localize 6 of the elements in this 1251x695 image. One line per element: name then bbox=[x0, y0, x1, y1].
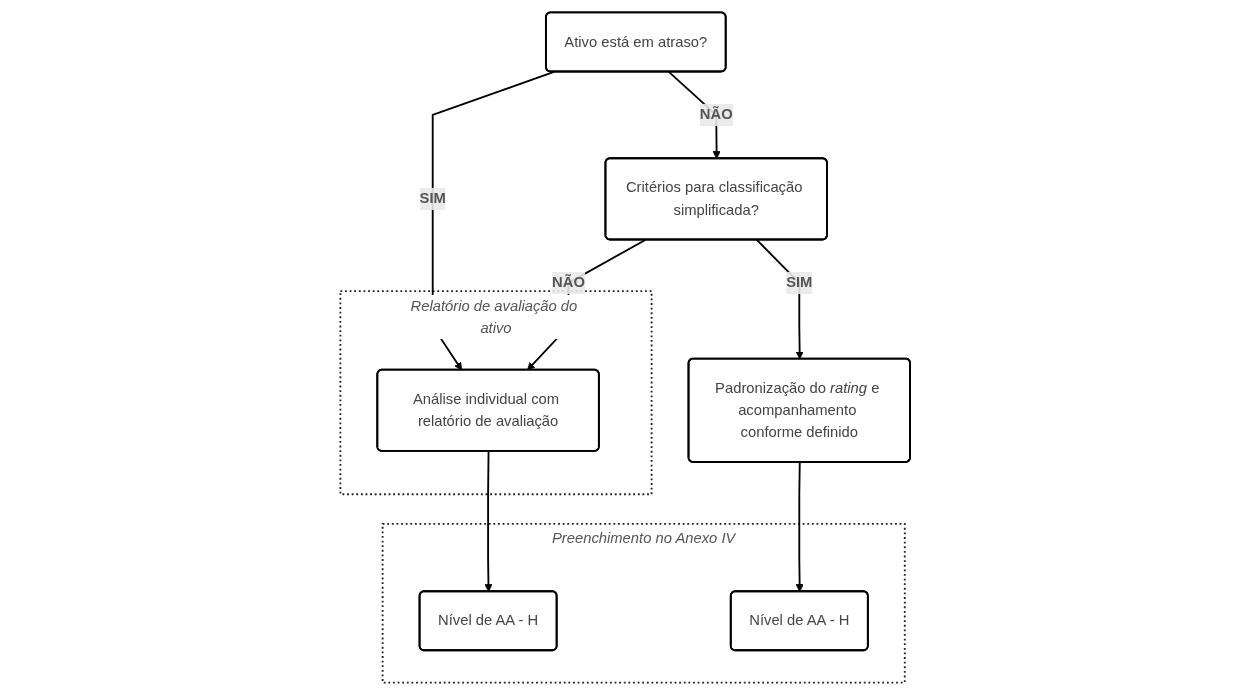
edge-label: SIM bbox=[419, 190, 447, 207]
arrow bbox=[484, 450, 493, 593]
edge-label: NÃO bbox=[700, 106, 733, 123]
arrow bbox=[795, 461, 804, 593]
edge-label: NÃO bbox=[552, 274, 586, 291]
edge-label: SIM bbox=[786, 274, 813, 291]
